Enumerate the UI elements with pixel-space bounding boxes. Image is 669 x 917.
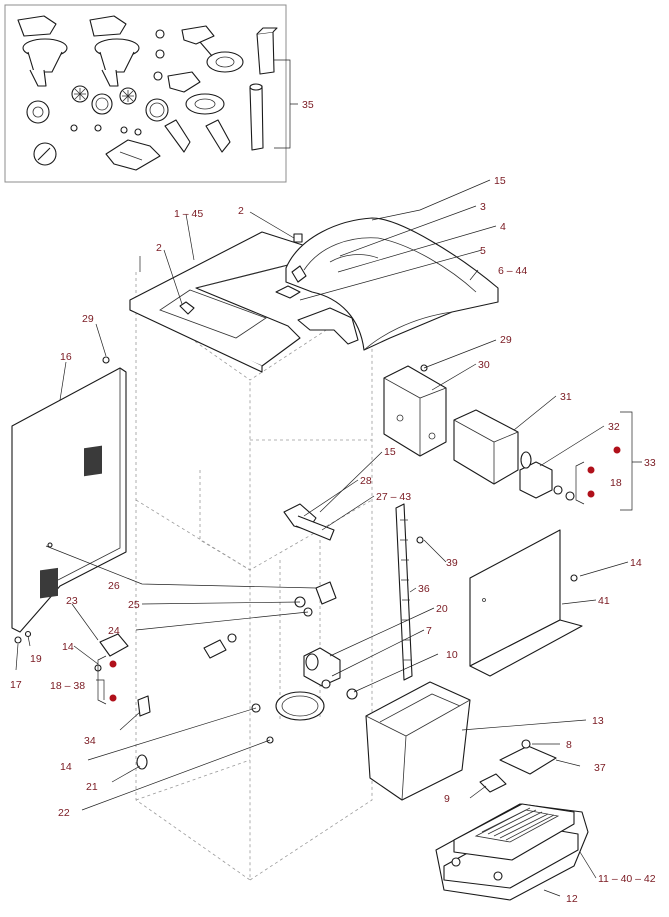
label-15-mid: 15 [384, 446, 396, 458]
part-motor-20 [303, 647, 341, 687]
label-18-38: 18 – 38 [50, 680, 85, 692]
label-17: 17 [10, 679, 22, 691]
label-10: 10 [446, 649, 458, 661]
label-31: 31 [560, 391, 572, 403]
label-1-45: 1 – 45 [174, 208, 203, 220]
label-41: 41 [598, 595, 610, 607]
label-4: 4 [500, 221, 506, 233]
label-28: 28 [360, 475, 372, 487]
label-14-right: 14 [630, 557, 642, 569]
label-19: 19 [30, 653, 42, 665]
kit-part-housing-left [17, 15, 68, 87]
bullet-markers [97, 446, 621, 705]
label-7: 7 [426, 625, 432, 637]
label-25: 25 [128, 599, 140, 611]
part-front-hood [285, 217, 499, 351]
label-22: 22 [58, 807, 70, 819]
part-labels: 35 15 3 4 5 6 – 44 1 – 45 2 2 29 29 30 3… [10, 99, 656, 905]
label-27-43: 27 – 43 [376, 491, 411, 503]
label-11-40-42: 11 – 40 – 42 [598, 873, 656, 885]
part-box-30 [383, 365, 447, 457]
kit-box [4, 4, 298, 183]
machine-frame [135, 272, 373, 881]
part-spout [275, 285, 359, 345]
label-18-right: 18 [610, 477, 622, 489]
part-rail [395, 503, 413, 681]
label-16: 16 [60, 351, 72, 363]
kit-part-lever [33, 139, 161, 171]
part-valve-26 [294, 581, 337, 617]
part-drawer-13 [365, 681, 471, 801]
part-small-fittings [14, 356, 578, 770]
label-14-bottom: 14 [60, 761, 72, 773]
label-9: 9 [444, 793, 450, 805]
label-2-top: 2 [238, 205, 244, 217]
label-34: 34 [84, 735, 96, 747]
kit-part-small-rings [153, 29, 165, 81]
label-23: 23 [66, 595, 78, 607]
label-32: 32 [608, 421, 620, 433]
kit-part-clips [164, 119, 231, 153]
label-37: 37 [594, 762, 606, 774]
label-8: 8 [566, 739, 572, 751]
label-29-left: 29 [82, 313, 94, 325]
part-base-tray [435, 803, 589, 901]
kit-part-housing-right [89, 15, 140, 87]
label-39: 39 [446, 557, 458, 569]
label-24: 24 [108, 625, 120, 637]
bullet-18a [587, 466, 595, 474]
bullet-18b [587, 490, 595, 498]
part-rear-panel [469, 529, 583, 677]
bullet-33a [613, 446, 621, 454]
kit-part-outlet-a [181, 25, 244, 73]
kit-part-small-seals [70, 124, 142, 136]
bullet-18-38b [109, 694, 117, 702]
label-33: 33 [644, 457, 656, 469]
part-bracket-32 [519, 451, 575, 501]
kit-part-tube-short [256, 27, 278, 75]
bullet-18-38a [109, 660, 117, 668]
label-15-top: 15 [494, 175, 506, 187]
label-29-right: 29 [500, 334, 512, 346]
label-3: 3 [480, 201, 486, 213]
label-35: 35 [302, 99, 314, 111]
kit-part-tube-long [249, 83, 264, 151]
kit-part-discs [26, 85, 169, 124]
label-12: 12 [566, 893, 578, 905]
part-latch-28 [283, 503, 335, 541]
label-21: 21 [86, 781, 98, 793]
part-top-cover [129, 231, 313, 373]
label-20: 20 [436, 603, 448, 615]
part-tray-31 [453, 409, 519, 485]
label-6-44: 6 – 44 [498, 265, 527, 277]
label-26: 26 [108, 580, 120, 592]
kit-part-outlet-b [167, 71, 225, 115]
leader-lines [15, 179, 642, 897]
part-grille-37 [499, 739, 557, 775]
label-2-mid: 2 [156, 242, 162, 254]
label-5: 5 [480, 245, 486, 257]
label-36: 36 [418, 583, 430, 595]
label-30: 30 [478, 359, 490, 371]
part-disc-22 [275, 691, 325, 721]
part-foot-9 [479, 773, 507, 793]
label-14-left: 14 [62, 641, 74, 653]
part-side-panel [11, 367, 127, 633]
label-13: 13 [592, 715, 604, 727]
